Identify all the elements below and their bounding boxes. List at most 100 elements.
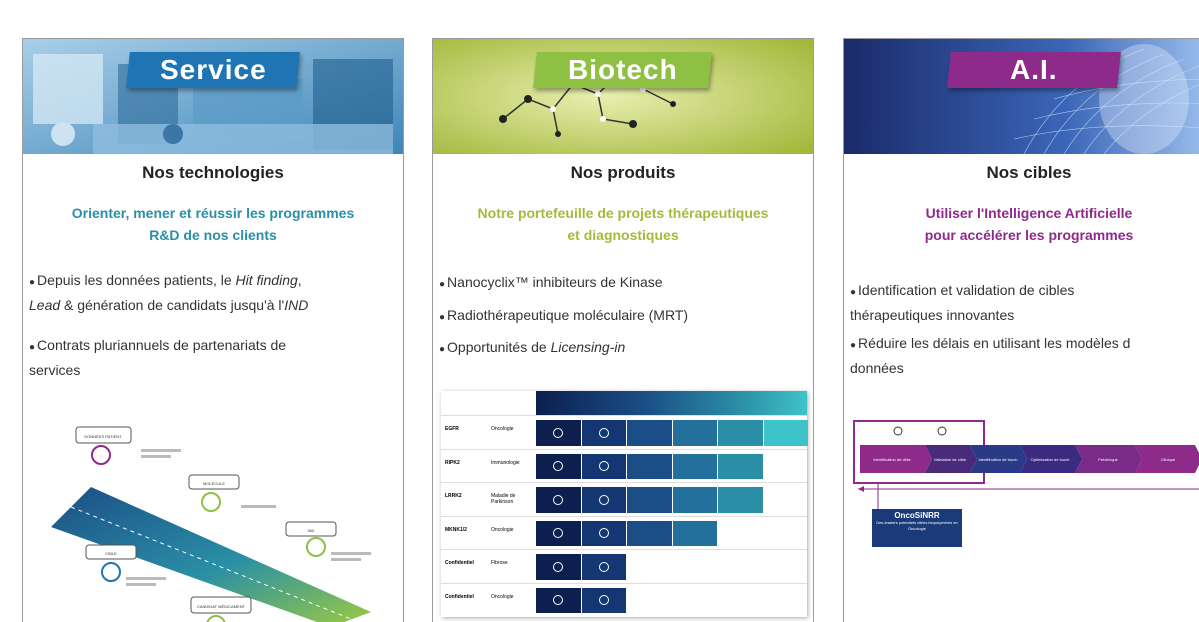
progress-block — [627, 420, 672, 446]
progress-block — [536, 520, 581, 546]
ai-tag: A.I. — [947, 52, 1121, 88]
progress-block — [581, 520, 626, 546]
bullet-text: & génération de candidats jusqu'à l' — [60, 297, 285, 313]
phase-icon — [553, 528, 564, 539]
box-text: Des-leaders potentiels cibles biopolymèr… — [876, 520, 958, 531]
roadmap-label: CIBLE — [105, 551, 117, 556]
card-title: Nos produits — [570, 163, 676, 182]
progress-block — [627, 520, 672, 546]
progress-block — [536, 587, 581, 613]
progress-block — [536, 487, 581, 513]
service-tag: Service — [126, 52, 300, 88]
row-name: Confidentiel — [445, 593, 474, 600]
row-name: MKNK1/2 — [445, 526, 467, 533]
progress-block — [718, 453, 763, 479]
bullet-text: Réduire les délais en utilisant les modè… — [858, 335, 1131, 351]
bullet-item: ●Nanocyclix™ inhibiteurs de Kinase — [439, 274, 663, 290]
bullet-text: données — [850, 360, 904, 376]
progress-block — [536, 453, 581, 479]
bullet-emphasis: Licensing-in — [550, 339, 626, 355]
phase-icon — [598, 561, 609, 572]
box-title: OncoSiNRR — [894, 511, 940, 520]
row-indication: Immunologie — [491, 459, 520, 466]
table-row: Confidentiel Oncologie — [441, 582, 807, 618]
pipeline-step: Validation de cible — [934, 457, 967, 462]
progress-block — [672, 420, 717, 446]
bullet-text: Contrats pluriannuels de partenariats de — [37, 337, 287, 353]
progress-block — [672, 453, 717, 479]
ai-card: A.I. Nos cibles Utiliser l'Intelligence … — [843, 38, 1199, 622]
bullet-text: Opportunités de — [447, 339, 551, 355]
pipeline-step: Optimisation de touch — [1031, 457, 1070, 462]
pipeline-step: Identification de cible — [873, 457, 911, 462]
progress-block — [581, 554, 626, 580]
progress-block — [581, 487, 626, 513]
service-tag-label: Service — [159, 54, 267, 85]
progress-block — [672, 520, 717, 546]
progress-block — [536, 420, 581, 446]
pipeline-step: Identification de touch — [979, 457, 1018, 462]
progress-block — [718, 420, 763, 446]
bullet-item: ●Radiothérapeutique moléculaire (MRT) — [439, 307, 689, 323]
bullet-text: thérapeutiques innovantes — [850, 307, 1015, 323]
service-card: Service Nos technologies Orienter, mener… — [22, 38, 404, 622]
row-indication: Oncologie — [491, 593, 514, 600]
row-indication: Maladie de Parkinson — [491, 493, 516, 505]
roadmap-label: DONNÉES PATIENT — [84, 434, 122, 439]
oncosinrr-box: OncoSiNRR Des-leaders potentiels cibles … — [874, 511, 960, 532]
phase-icon — [553, 595, 564, 606]
progress-block — [627, 453, 672, 479]
bullet-item: ●Réduire les délais en utilisant les mod… — [850, 335, 1131, 376]
subtitle-line: Notre portefeuille de projets thérapeuti… — [477, 205, 769, 221]
progress-block — [536, 554, 581, 580]
bullet-text: Radiothérapeutique moléculaire (MRT) — [447, 307, 689, 323]
bullet-text: Nanocyclix™ inhibiteurs de Kinase — [447, 274, 663, 290]
phase-icon — [553, 494, 564, 505]
phase-icon — [598, 427, 609, 438]
pipeline-step: Préclinique — [1098, 457, 1119, 462]
row-name: LRRK2 — [445, 493, 462, 499]
row-indication: Oncologie — [491, 426, 514, 432]
card-subtitle: Orienter, mener et réussir les programme… — [23, 202, 403, 246]
bullet-emphasis: IND — [284, 297, 309, 313]
progress-block — [581, 587, 626, 613]
roadmap-diagram: DONNÉES PATIENT MOLÉCULE IND CIBLE CANDI… — [51, 426, 371, 622]
subtitle-line: pour accélérer les programmes — [924, 227, 1134, 243]
bullet-text: , — [297, 272, 302, 288]
phase-icon — [598, 528, 609, 539]
row-name: EGFR — [445, 426, 459, 432]
bullet-item: ●Contrats pluriannuels de partenariats d… — [29, 337, 287, 378]
phase-icon — [553, 427, 564, 438]
table-row: EGFR Oncologie — [441, 415, 808, 450]
card-title: Nos cibles — [986, 163, 1072, 182]
subtitle-line: R&D de nos clients — [149, 227, 277, 243]
roadmap-label: CANDIDAT MÉDICAMENT — [197, 604, 246, 609]
row-name: RIPK2 — [445, 459, 460, 466]
bullet-text: Depuis les données patients, le — [37, 272, 236, 288]
bullet-item: ●Identification et validation de cibles … — [850, 282, 1075, 323]
progress-block — [627, 487, 672, 513]
phase-icon — [598, 461, 609, 472]
ai-pipeline-diagram: Identification de cible Validation de ci… — [853, 420, 1199, 547]
biotech-tag-label: Biotech — [567, 54, 678, 85]
roadmap-label: IND — [308, 528, 315, 533]
phase-icon — [598, 595, 609, 606]
row-indication: Oncologie — [491, 526, 514, 533]
progress-block — [763, 420, 808, 446]
biotech-tag: Biotech — [533, 52, 712, 88]
roadmap-label: MOLÉCULE — [203, 481, 225, 486]
subtitle-line: Utiliser l'Intelligence Artificielle — [925, 205, 1133, 221]
ai-tag-label: A.I. — [1010, 54, 1058, 85]
bullet-emphasis: Hit finding — [235, 272, 298, 288]
progress-block — [581, 453, 626, 479]
progress-block — [672, 487, 717, 513]
phase-icon — [553, 561, 564, 572]
bullet-emphasis: Lead — [29, 297, 61, 313]
table-row: MKNK1/2 Oncologie — [441, 515, 807, 551]
table-row: LRRK2 Maladie de Parkinson — [441, 482, 807, 517]
pipeline-step: Clinique — [1161, 457, 1176, 462]
card-title: Nos technologies — [142, 163, 284, 182]
biotech-card: Biotech Nos produits Notre portefeuille … — [432, 38, 814, 622]
table-header-phases — [536, 391, 807, 415]
